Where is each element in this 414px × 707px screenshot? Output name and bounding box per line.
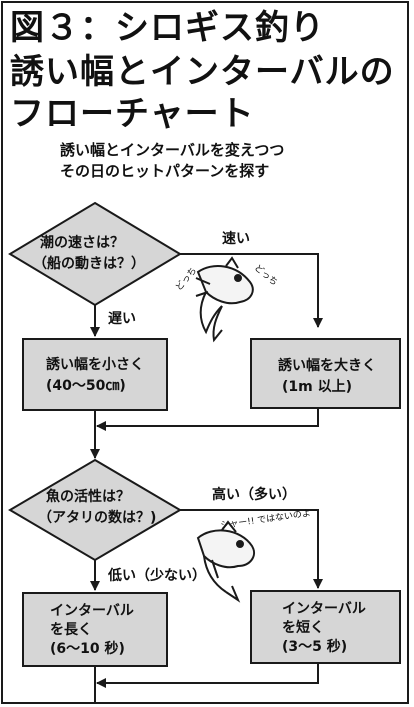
- decision-2-line-2: （アタリの数は？): [38, 510, 157, 526]
- box-short-interval-line-3: (3〜5 秒): [282, 639, 348, 655]
- box-short-interval-line-1: インターバル: [282, 601, 366, 617]
- box-long-interval-line-1: インターバル: [50, 603, 134, 619]
- decision-2-no-label: 低い（少ない）: [108, 568, 206, 584]
- box-long-interval: [22, 592, 168, 667]
- decision-1-no-label: 遅い: [108, 311, 136, 327]
- decision-1-line-2: （船の動きは？）: [33, 256, 145, 272]
- box-small-lift-line-2: (40〜50㎝): [46, 378, 126, 394]
- box-small-lift-line-1: 誘い幅を小さく: [46, 357, 144, 373]
- decision-2-yes-label: 高い（多い）: [212, 487, 296, 503]
- subtitle-line-2: その日のヒットパターンを探す: [60, 162, 270, 180]
- title-line-3: フローチャート: [10, 94, 255, 134]
- box-large-lift-line-1: 誘い幅を大きく: [278, 358, 376, 374]
- arrow-decision2-to-short: [180, 509, 323, 589]
- box-short-interval-line-2: を短く: [282, 620, 324, 636]
- box-short-interval: [250, 590, 401, 664]
- title-line-2: 誘い幅とインターバルの: [10, 52, 395, 92]
- box-long-interval-line-3: (6〜10 秒): [50, 641, 125, 657]
- box-large-lift-line-2: (1m 以上): [282, 379, 352, 395]
- decision-2-line-1: 魚の活性は？: [46, 489, 130, 505]
- box-large-lift: [250, 338, 401, 409]
- page-frame: [1, 1, 409, 704]
- arrow-fast-merge: [96, 409, 319, 431]
- box-small-lift: [22, 338, 168, 411]
- fish-illustration-2: [196, 520, 256, 603]
- box-long-interval-line-2: を長く: [50, 622, 92, 638]
- arrow-short-merge: [96, 664, 319, 688]
- decision-1-yes-label: 速い: [222, 231, 250, 247]
- subtitle-line-1: 誘い幅とインターバルを変えつつ: [60, 141, 285, 159]
- decision-1-line-1: 潮の速さは？: [40, 235, 124, 251]
- title-line-1: 図３：シロギス釣り: [10, 8, 325, 48]
- arrow-decision1-to-fast: [180, 253, 323, 328]
- fish-illustration-1: [195, 256, 254, 343]
- decision-1-diamond: [8, 201, 182, 307]
